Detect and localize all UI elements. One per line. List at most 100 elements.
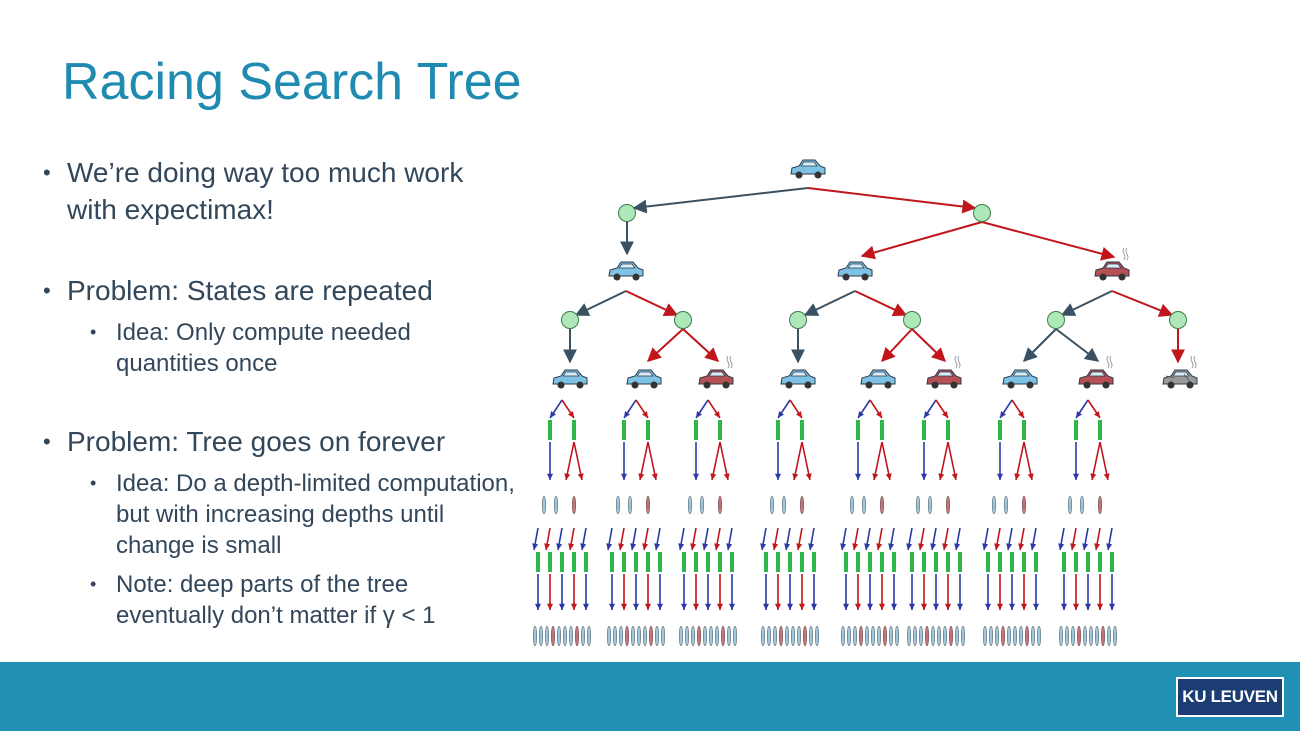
tiny-car-icon [648,625,654,647]
deep-chance-bar [998,552,1002,572]
slow-action-arrow [1023,328,1057,362]
deep-outcome-arrow-head [582,603,590,610]
deep-chance-bar [856,552,860,572]
deep-outcome-arrow-head [716,603,724,610]
mini-outcome-arrow [573,441,583,481]
fast-action-arrow [682,328,720,362]
tiny-car-icon [879,495,885,515]
tiny-car-icon [927,495,933,515]
deep-chance-bar [658,552,662,572]
mini-outcome-arrow-head [774,473,782,480]
slow-action-arrow [574,290,627,316]
search-tree-diagram [532,159,1198,647]
tiny-car-icon [858,625,864,647]
ku-leuven-logo: KU LEUVEN [1176,677,1284,717]
slide-title: Racing Search Tree [62,53,522,111]
deep-chance-bar [584,552,588,572]
deep-action-arrow-head [1006,543,1013,550]
deep-chance-bar [986,552,990,572]
tiny-car-icon [894,625,900,647]
mini-outcome-arrow-head [872,473,879,480]
mini-fast-arrow-head [1017,411,1024,418]
deep-chance-bar [548,552,552,572]
deep-chance-bar [1022,552,1026,572]
tiny-car-icon [627,495,633,515]
mini-outcome-arrow-head [1072,473,1080,480]
bullet-tree-forever: Problem: Tree goes on forever [40,423,520,460]
chance-node-icon [561,311,579,329]
deep-outcome-arrow-head [786,603,794,610]
tiny-car-icon [1076,625,1082,647]
mini-fast-arrow-head [941,411,948,418]
mini-outcome-arrow-head [1027,473,1034,480]
deep-outcome-arrow-head [1108,603,1116,610]
deep-action-arrow-head [876,543,883,550]
fast-action-arrow [625,290,679,316]
tiny-car-icon [808,625,814,647]
tiny-car-icon [814,625,820,647]
tiny-car-icon [702,625,708,647]
mini-outcome-arrow-head [546,473,554,480]
tiny-car-icon [840,625,846,647]
mini-slow-arrow-head [858,411,865,418]
deep-action-arrow-head [942,543,949,550]
chance-node-icon [903,311,921,329]
deep-action-arrow-head [556,543,563,550]
tiny-car-icon [562,625,568,647]
deep-chance-bar [646,552,650,572]
mini-outcome-arrow [1091,441,1101,481]
tiny-car-icon [769,495,775,515]
deep-action-arrow-head [1094,543,1101,550]
mini-outcome-arrow-head [938,473,945,480]
fast-action-arrow [881,328,913,363]
car-warm-icon [1078,355,1114,389]
car-warm-icon [926,355,962,389]
deep-outcome-arrow-head [944,603,952,610]
tiny-car-icon [630,625,636,647]
tiny-car-icon [766,625,772,647]
deep-outcome-arrow-head [932,603,940,610]
deep-action-arrow-head [930,543,937,550]
mini-chance-bar [572,420,576,440]
car-cool-icon [837,261,873,281]
deep-chance-bar [572,552,576,572]
deep-action-arrow-head [760,543,767,550]
tiny-car-icon [612,625,618,647]
mini-slow-arrow-head [624,411,631,418]
tiny-car-icon [714,625,720,647]
deep-outcome-arrow-head [984,603,992,610]
slow-action-arrow [632,187,809,214]
sub-bullet-compute-once: Idea: Only compute needed quantities onc… [40,317,520,379]
mini-outcome-arrow [1099,441,1109,481]
tiny-car-icon [618,625,624,647]
deep-outcome-arrow-head [1060,603,1068,610]
tiny-car-icon [696,625,702,647]
deep-outcome-arrow-head [1096,603,1104,610]
mini-outcome-arrow [1023,441,1033,481]
deep-outcome-arrow-head [570,603,578,610]
tiny-car-icon [948,625,954,647]
tiny-car-icon [645,495,651,515]
deep-outcome-arrow-head [656,603,664,610]
deep-outcome-arrow-head [1008,603,1016,610]
tiny-car-icon [538,625,544,647]
tiny-car-icon [930,625,936,647]
deep-action-arrow-head [784,543,791,550]
tiny-car-icon [1030,625,1036,647]
car-cool-icon [790,159,826,179]
mini-outcome-arrow-head [854,473,862,480]
deep-chance-bar [892,552,896,572]
car-cool-icon [552,369,588,389]
deep-action-arrow-head [994,543,1001,550]
deep-action-arrow-head [726,543,733,550]
tiny-car-icon [876,625,882,647]
mini-outcome-arrow-head [920,473,928,480]
car-warm-icon [698,355,734,389]
bullet-expectimax-work: We’re doing way too much work with expec… [40,154,520,228]
car-cool-icon [780,369,816,389]
deep-chance-bar [1098,552,1102,572]
deep-chance-bar [560,552,564,572]
tiny-car-icon [553,495,559,515]
tiny-car-icon [772,625,778,647]
tiny-car-icon [1018,625,1024,647]
